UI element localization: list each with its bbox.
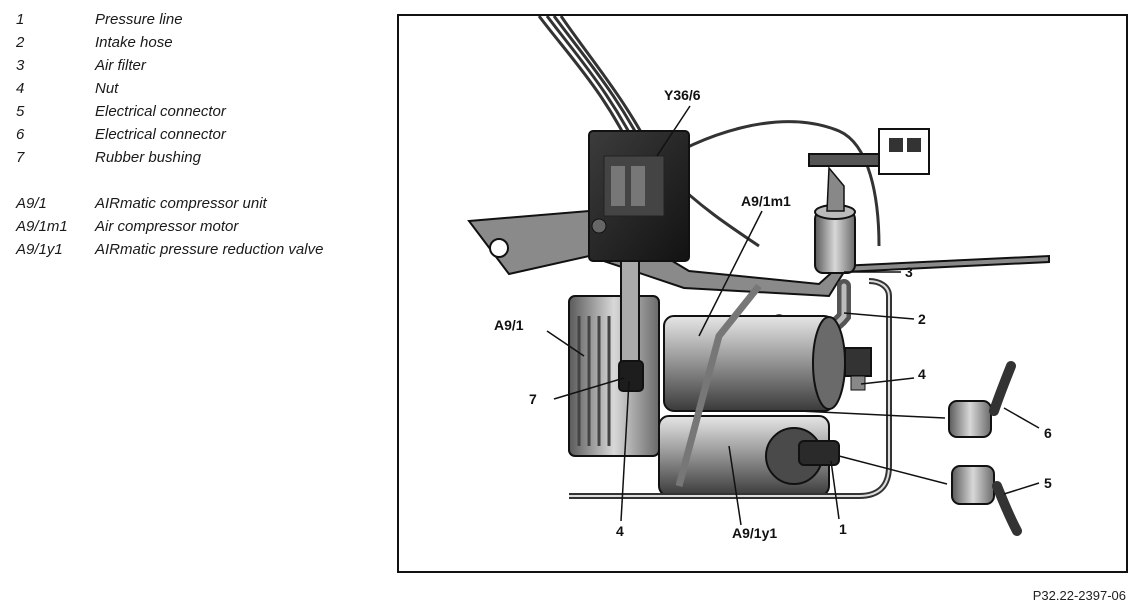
legend-component: A9/1 AIRmatic compressor unit [16, 192, 323, 215]
legend-code: A9/1m1 [16, 218, 68, 235]
legend-item: 4 Nut [16, 77, 323, 100]
leader-lines [546, 105, 1040, 526]
callout-a9-1y1: A9/1y1 [732, 525, 777, 541]
nut-right [844, 347, 872, 391]
legend-item: 6 Electrical connector [16, 123, 323, 146]
legend-item: 5 Electrical connector [16, 100, 323, 123]
legend-code: 5 [16, 103, 25, 120]
legend-item: 7 Rubber bushing [16, 146, 323, 169]
legend-label: AIRmatic pressure reduction valve [95, 241, 324, 258]
legend-component: A9/1y1 AIRmatic pressure reduction valve [16, 238, 323, 261]
compressor-housing [568, 260, 660, 457]
electrical-connector-6 [948, 361, 1016, 438]
bracket-hole [489, 238, 509, 258]
legend-label: Pressure line [95, 11, 183, 28]
legend-label: Intake hose [95, 34, 173, 51]
callout-6: 6 [1044, 425, 1052, 441]
legend-spacer [16, 169, 323, 192]
diagram-frame: Y36/6 A9/1m1 A9/1 7 3 2 4 6 5 4 A9/1y1 1 [397, 14, 1128, 573]
compressor-illustration: Y36/6 A9/1m1 A9/1 7 3 2 4 6 5 4 A9/1y1 1 [467, 16, 1052, 541]
legend-code: 2 [16, 34, 25, 51]
air-filter [808, 128, 930, 274]
legend-code: 7 [16, 149, 25, 166]
callout-4-bottom: 4 [616, 523, 624, 539]
mounting-bracket [467, 209, 1050, 298]
electrical-connector-5 [951, 465, 1022, 536]
callout-2: 2 [918, 311, 926, 327]
document-reference: P32.22-2397-06 [1032, 588, 1126, 603]
legend-label: Nut [95, 80, 119, 97]
legend-code: 3 [16, 57, 25, 74]
callout-5: 5 [1044, 475, 1052, 491]
rubber-bushing [618, 360, 644, 392]
callout-7: 7 [529, 391, 537, 407]
legend-code: 6 [16, 126, 25, 143]
callout-1: 1 [839, 521, 847, 537]
legend: 1 Pressure line 2 Intake hose 3 Air filt… [16, 8, 323, 261]
compressor-motor [663, 315, 846, 412]
callout-y36-6: Y36/6 [664, 87, 701, 103]
legend-item: 3 Air filter [16, 54, 323, 77]
legend-code: A9/1y1 [16, 241, 63, 258]
legend-label: AIRmatic compressor unit [95, 195, 267, 212]
legend-label: Electrical connector [95, 103, 226, 120]
legend-label: Air compressor motor [95, 218, 239, 235]
legend-item: 1 Pressure line [16, 8, 323, 31]
legend-code: 1 [16, 11, 25, 28]
legend-code: A9/1 [16, 195, 47, 212]
legend-label: Electrical connector [95, 126, 226, 143]
legend-item: 2 Intake hose [16, 31, 323, 54]
legend-code: 4 [16, 80, 25, 97]
valve-block [588, 130, 690, 262]
callout-a9-1m1: A9/1m1 [741, 193, 791, 209]
callout-4-right: 4 [918, 366, 926, 382]
pressure-reduction-valve [658, 415, 840, 497]
legend-label: Rubber bushing [95, 149, 201, 166]
callout-3: 3 [905, 264, 913, 280]
callout-a9-1: A9/1 [494, 317, 524, 333]
legend-label: Air filter [95, 57, 146, 74]
legend-component: A9/1m1 Air compressor motor [16, 215, 323, 238]
